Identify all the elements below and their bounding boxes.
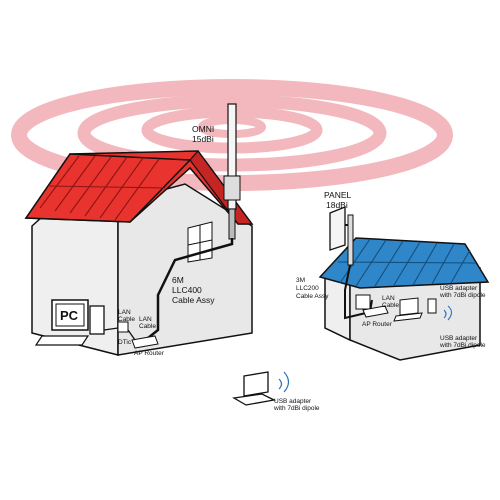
usb-bottom-right-line2: with 7dBi dipole [439,342,486,349]
lan-cable-right-line1: LAN [382,295,395,302]
left-house [24,150,254,356]
right-cable-label-line3: Cable Assy [296,293,329,300]
right-cable-label-line1: 3M [296,277,305,284]
lan-cable-left-line2: Cable [118,316,135,323]
usb-bottom-right-line1: USB adapter [440,335,478,342]
usb-top-right-line2: with 7dBi dipole [439,292,486,299]
right-equipment [362,297,453,322]
usb-laptop-line1: USB adapter [274,398,312,405]
right-antenna-cable [344,264,373,320]
usb-top-right-line1: USB adapter [440,285,478,292]
left-house-front-wall [31,201,119,356]
right-cable-label-line2: LLC200 [296,285,319,292]
pc-label: PC [60,308,79,323]
ap-router-left-label: AP Router [134,350,165,357]
ap-router-right-label: AP Router [362,321,393,328]
lan-cable-mid-line2: Cable [139,323,156,330]
panel-label-line2: 18dBi [326,200,348,210]
panel-antenna [329,206,354,266]
lan-cable-left-line1: LAN [118,309,131,316]
lan-cable-mid-line1: LAN [139,316,152,323]
lan-cable-right-line2: Cable [382,302,399,309]
left-cable-label-line3: Cable Assy [172,295,215,305]
omni-label-line2: 15dBi [192,134,214,144]
left-cable-label-line2: LLC400 [172,285,202,295]
left-cable-label-line1: 6M [172,275,184,285]
pc-setup [34,299,159,349]
omni-antenna [223,103,241,240]
dtic-label: DTic [118,339,132,346]
panel-label-line1: PANEL [324,190,352,200]
usb-laptop-line2: with 7dBi dipole [273,405,320,412]
left-antenna-cable [147,238,234,339]
omni-label-line1: OMNI [192,124,214,134]
laptop-client [232,371,290,406]
